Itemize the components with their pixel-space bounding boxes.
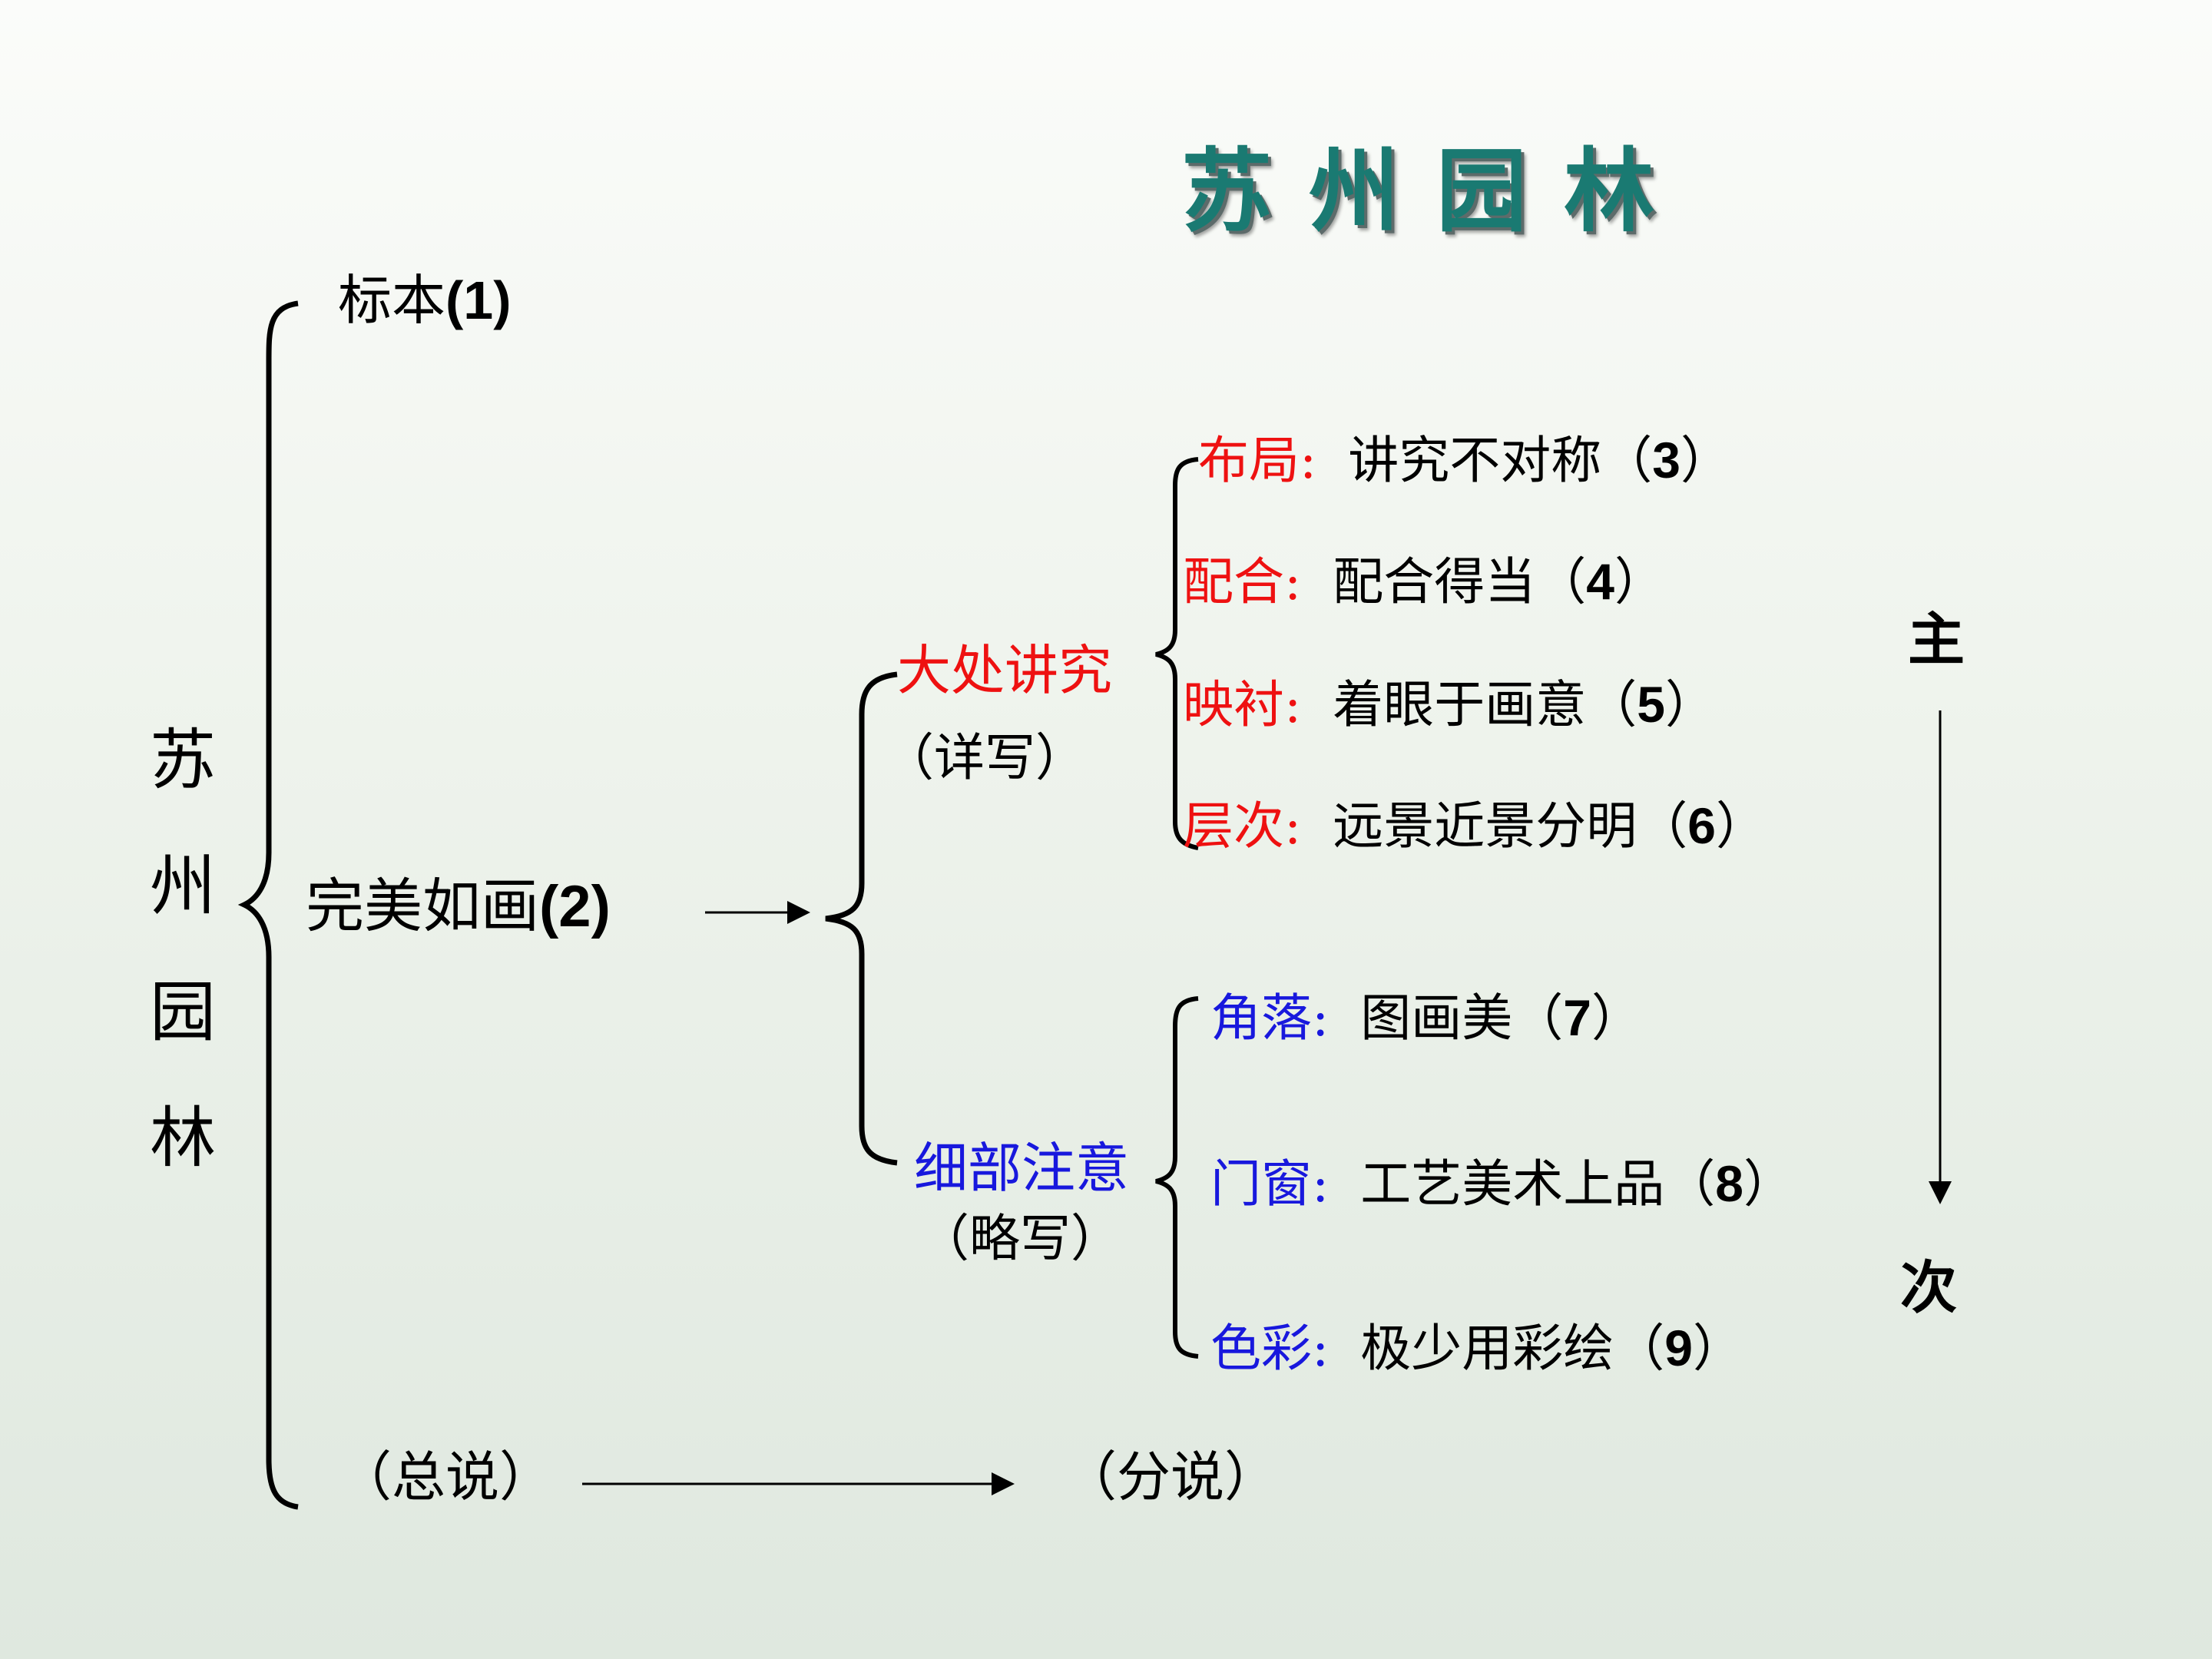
big-item-text: 远景近景分明（ (1333, 796, 1688, 856)
root-label: 苏 州 园 林 (144, 697, 221, 1201)
detail-item-sep: : (1312, 988, 1330, 1048)
detail-item-text: 图画美（ (1360, 988, 1564, 1048)
detail-item-key: 色彩 (1210, 1319, 1312, 1378)
root-char: 园 (150, 974, 216, 1051)
big-item-num: 5 (1637, 676, 1665, 733)
big-item-close: ） (1664, 675, 1716, 734)
big-item-coordination: 配合: 配合得当（4） (1183, 556, 1665, 608)
detail-item-sep: : (1312, 1154, 1330, 1214)
big-item-contrast: 映衬: 着眼于画意（5） (1183, 679, 1716, 730)
branch-picturesque-text: 完美如画 (306, 872, 539, 940)
big-item-sep: : (1284, 552, 1302, 611)
big-item-num: 4 (1586, 553, 1614, 610)
big-item-sep: : (1300, 431, 1317, 490)
detail-item-text: 工艺美术上品（ (1360, 1154, 1716, 1214)
detail-item-num: 9 (1664, 1320, 1693, 1376)
secondary-label: 次 (1900, 1255, 1957, 1321)
detail-item-num: 8 (1715, 1155, 1743, 1212)
big-item-sep: : (1284, 796, 1302, 856)
sub-brace (825, 671, 898, 1166)
big-item-key: 配合 (1183, 552, 1284, 611)
big-item-num: 3 (1652, 432, 1681, 488)
branch-specimen: 标本(1) (338, 273, 512, 327)
detail-item-close: ） (1692, 1319, 1743, 1378)
big-item-text: 讲究不对称（ (1348, 431, 1653, 490)
detail-brace (1155, 996, 1199, 1359)
detail-note: （略写） (919, 1209, 1121, 1268)
detail-item-corner: 角落: 图画美（7） (1210, 992, 1642, 1044)
big-note: （详写） (883, 728, 1086, 787)
big-item-sep: : (1284, 675, 1302, 734)
big-item-key: 映衬 (1183, 675, 1284, 734)
branch-picturesque-num: (2) (539, 874, 611, 939)
detail-item-num: 7 (1563, 989, 1591, 1046)
branch-specimen-num: (1) (445, 270, 512, 330)
detail-item-key: 门窗 (1210, 1154, 1312, 1214)
main-brace (237, 300, 299, 1510)
primary-label: 主 (1908, 607, 1965, 673)
big-item-key: 布局 (1198, 431, 1300, 490)
detail-label: 细部注意 (914, 1137, 1129, 1200)
big-item-close: ） (1614, 552, 1665, 611)
detail-item-close: ） (1743, 1154, 1794, 1214)
big-item-layout: 布局: 讲究不对称（3） (1198, 435, 1731, 486)
big-brace (1155, 457, 1199, 850)
detail-item-key: 角落 (1210, 988, 1312, 1048)
detail-item-doors: 门窗: 工艺美术上品（8） (1210, 1158, 1794, 1210)
big-item-close: ） (1715, 796, 1767, 856)
page-title: 苏州园林 (1181, 138, 1692, 244)
big-item-key: 层次 (1183, 796, 1284, 856)
root-char: 州 (150, 848, 216, 925)
branch-specimen-text: 标本 (338, 269, 445, 332)
branch-picturesque: 完美如画(2) (306, 877, 611, 936)
root-char: 苏 (150, 722, 216, 799)
root-char: 林 (150, 1100, 216, 1177)
detail-item-text: 极少用彩绘（ (1360, 1319, 1665, 1378)
detail-item-color: 色彩: 极少用彩绘（9） (1210, 1323, 1743, 1374)
detail-item-close: ） (1591, 988, 1642, 1048)
big-label: 大处讲究 (897, 639, 1112, 702)
detail-item-sep: : (1312, 1319, 1330, 1378)
big-item-num: 6 (1687, 797, 1716, 854)
big-item-text: 着眼于画意（ (1333, 675, 1637, 734)
big-item-close: ） (1680, 431, 1731, 490)
general-label: （总说） (338, 1445, 553, 1508)
big-item-text: 配合得当（ (1333, 552, 1587, 611)
big-item-layers: 层次: 远景近景分明（6） (1183, 800, 1767, 852)
specific-label: （分说） (1063, 1445, 1278, 1508)
